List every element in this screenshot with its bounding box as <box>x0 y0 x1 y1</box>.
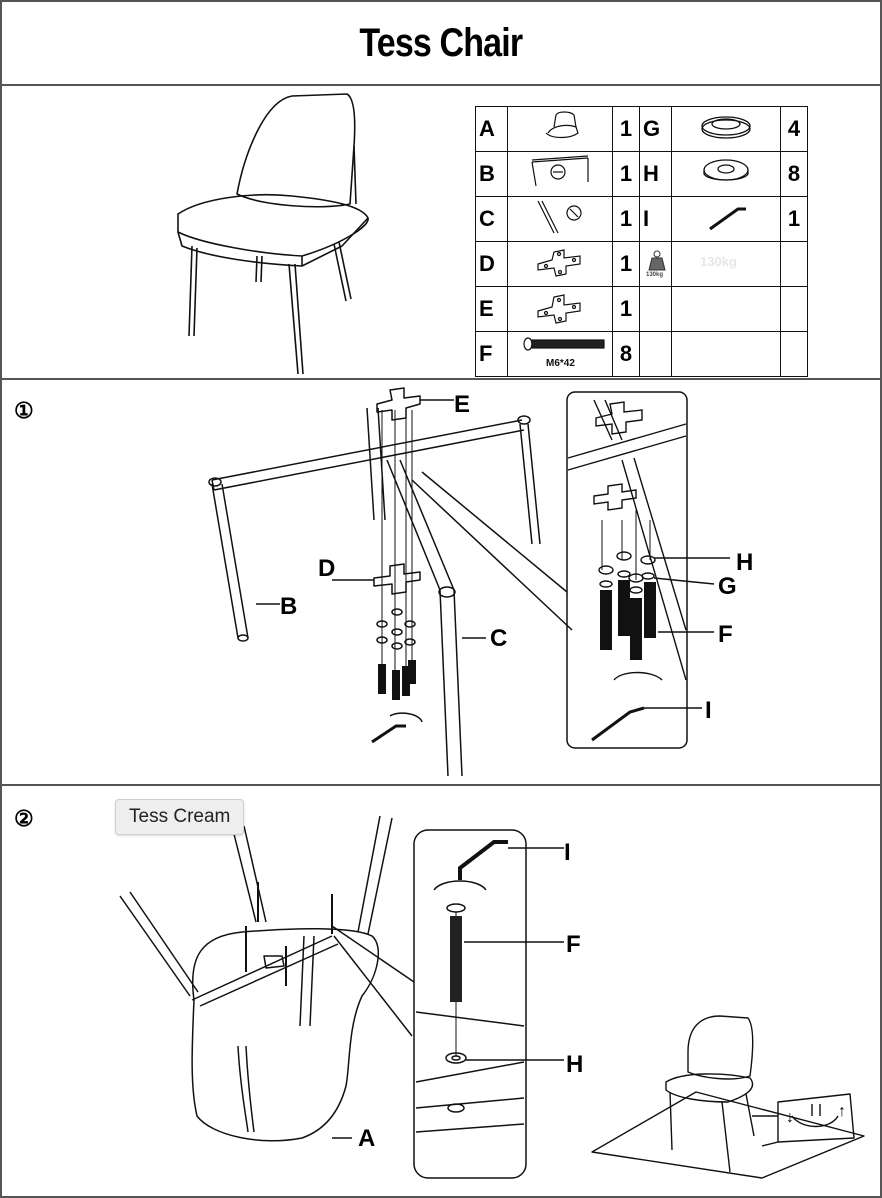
bolt-icon: M6*42 <box>507 331 613 377</box>
empty-cell <box>639 286 672 332</box>
step-2-number: ② <box>14 806 34 831</box>
step-1-section: ① <box>2 380 880 786</box>
title-row: Tess Chair <box>2 2 880 86</box>
back-leg-frame-icon <box>507 151 613 197</box>
part-letter: F <box>475 331 508 377</box>
label-h: H <box>736 549 753 576</box>
label-f: F <box>718 621 733 648</box>
weight-icon: 130kg <box>639 241 672 287</box>
part-letter: C <box>475 196 508 242</box>
part-qty: 1 <box>780 196 808 242</box>
parts-row: C 1 I 1 <box>475 196 808 242</box>
parts-row: D 1 130kg 130kg <box>475 241 808 287</box>
part-qty: 1 <box>612 286 640 332</box>
part-qty: 8 <box>612 331 640 377</box>
part-letter: E <box>475 286 508 332</box>
label-b: B <box>280 593 297 620</box>
label-f: F <box>566 931 581 958</box>
flat-washer-icon <box>671 151 781 197</box>
empty-cell <box>780 331 808 377</box>
part-qty: 1 <box>612 196 640 242</box>
part-qty: 1 <box>612 151 640 197</box>
step-2-illustration: ② <box>14 806 865 1179</box>
empty-cell <box>671 331 781 377</box>
arrow-up-icon: ↑ <box>838 1103 846 1120</box>
parts-section: A 1 G 4 B 1 H <box>2 86 880 380</box>
step-2-section: ② <box>2 786 880 1196</box>
step-1-number: ① <box>14 398 34 423</box>
parts-row: B 1 H 8 <box>475 151 808 197</box>
parts-row: E 1 <box>475 286 808 332</box>
empty-cell <box>671 286 781 332</box>
label-i: I <box>705 697 712 724</box>
page-title: Tess Chair <box>359 20 524 65</box>
part-letter: D <box>475 241 508 287</box>
part-qty: 8 <box>780 151 808 197</box>
part-letter: H <box>639 151 672 197</box>
label-h: H <box>566 1051 583 1078</box>
label-i: I <box>564 839 571 866</box>
part-letter: A <box>475 106 508 152</box>
bolt-caption: M6*42 <box>546 358 575 369</box>
part-qty: 1 <box>612 106 640 152</box>
chair-overview-illustration <box>177 93 369 375</box>
allen-key-icon <box>671 196 781 242</box>
part-qty: 1 <box>612 241 640 287</box>
front-leg-frame-icon <box>507 196 613 242</box>
empty-cell <box>780 241 808 287</box>
cross-bracket-icon <box>507 241 613 287</box>
label-c: C <box>490 625 507 652</box>
parts-row: A 1 G 4 <box>475 106 808 152</box>
part-letter: B <box>475 151 508 197</box>
weight-badge: 130kg <box>646 272 663 278</box>
seat-icon <box>507 106 613 152</box>
step-1-illustration: ① <box>14 387 753 777</box>
cross-plate-icon <box>507 286 613 332</box>
label-a: A <box>358 1125 375 1152</box>
parts-table: A 1 G 4 B 1 H <box>475 106 808 377</box>
weight-limit-cell: 130kg <box>671 241 781 287</box>
arrow-down-icon: ↓ <box>786 1109 794 1126</box>
spring-washer-icon <box>671 106 781 152</box>
empty-cell <box>639 331 672 377</box>
weight-limit-text: 130kg <box>700 254 737 269</box>
label-g: G <box>718 573 737 600</box>
label-e: E <box>454 391 470 418</box>
product-name-tooltip: Tess Cream <box>115 799 245 835</box>
parts-row: F M6*42 8 <box>475 331 808 377</box>
part-letter: G <box>639 106 672 152</box>
empty-cell <box>780 286 808 332</box>
part-qty: 4 <box>780 106 808 152</box>
part-letter: I <box>639 196 672 242</box>
label-d: D <box>318 555 335 582</box>
